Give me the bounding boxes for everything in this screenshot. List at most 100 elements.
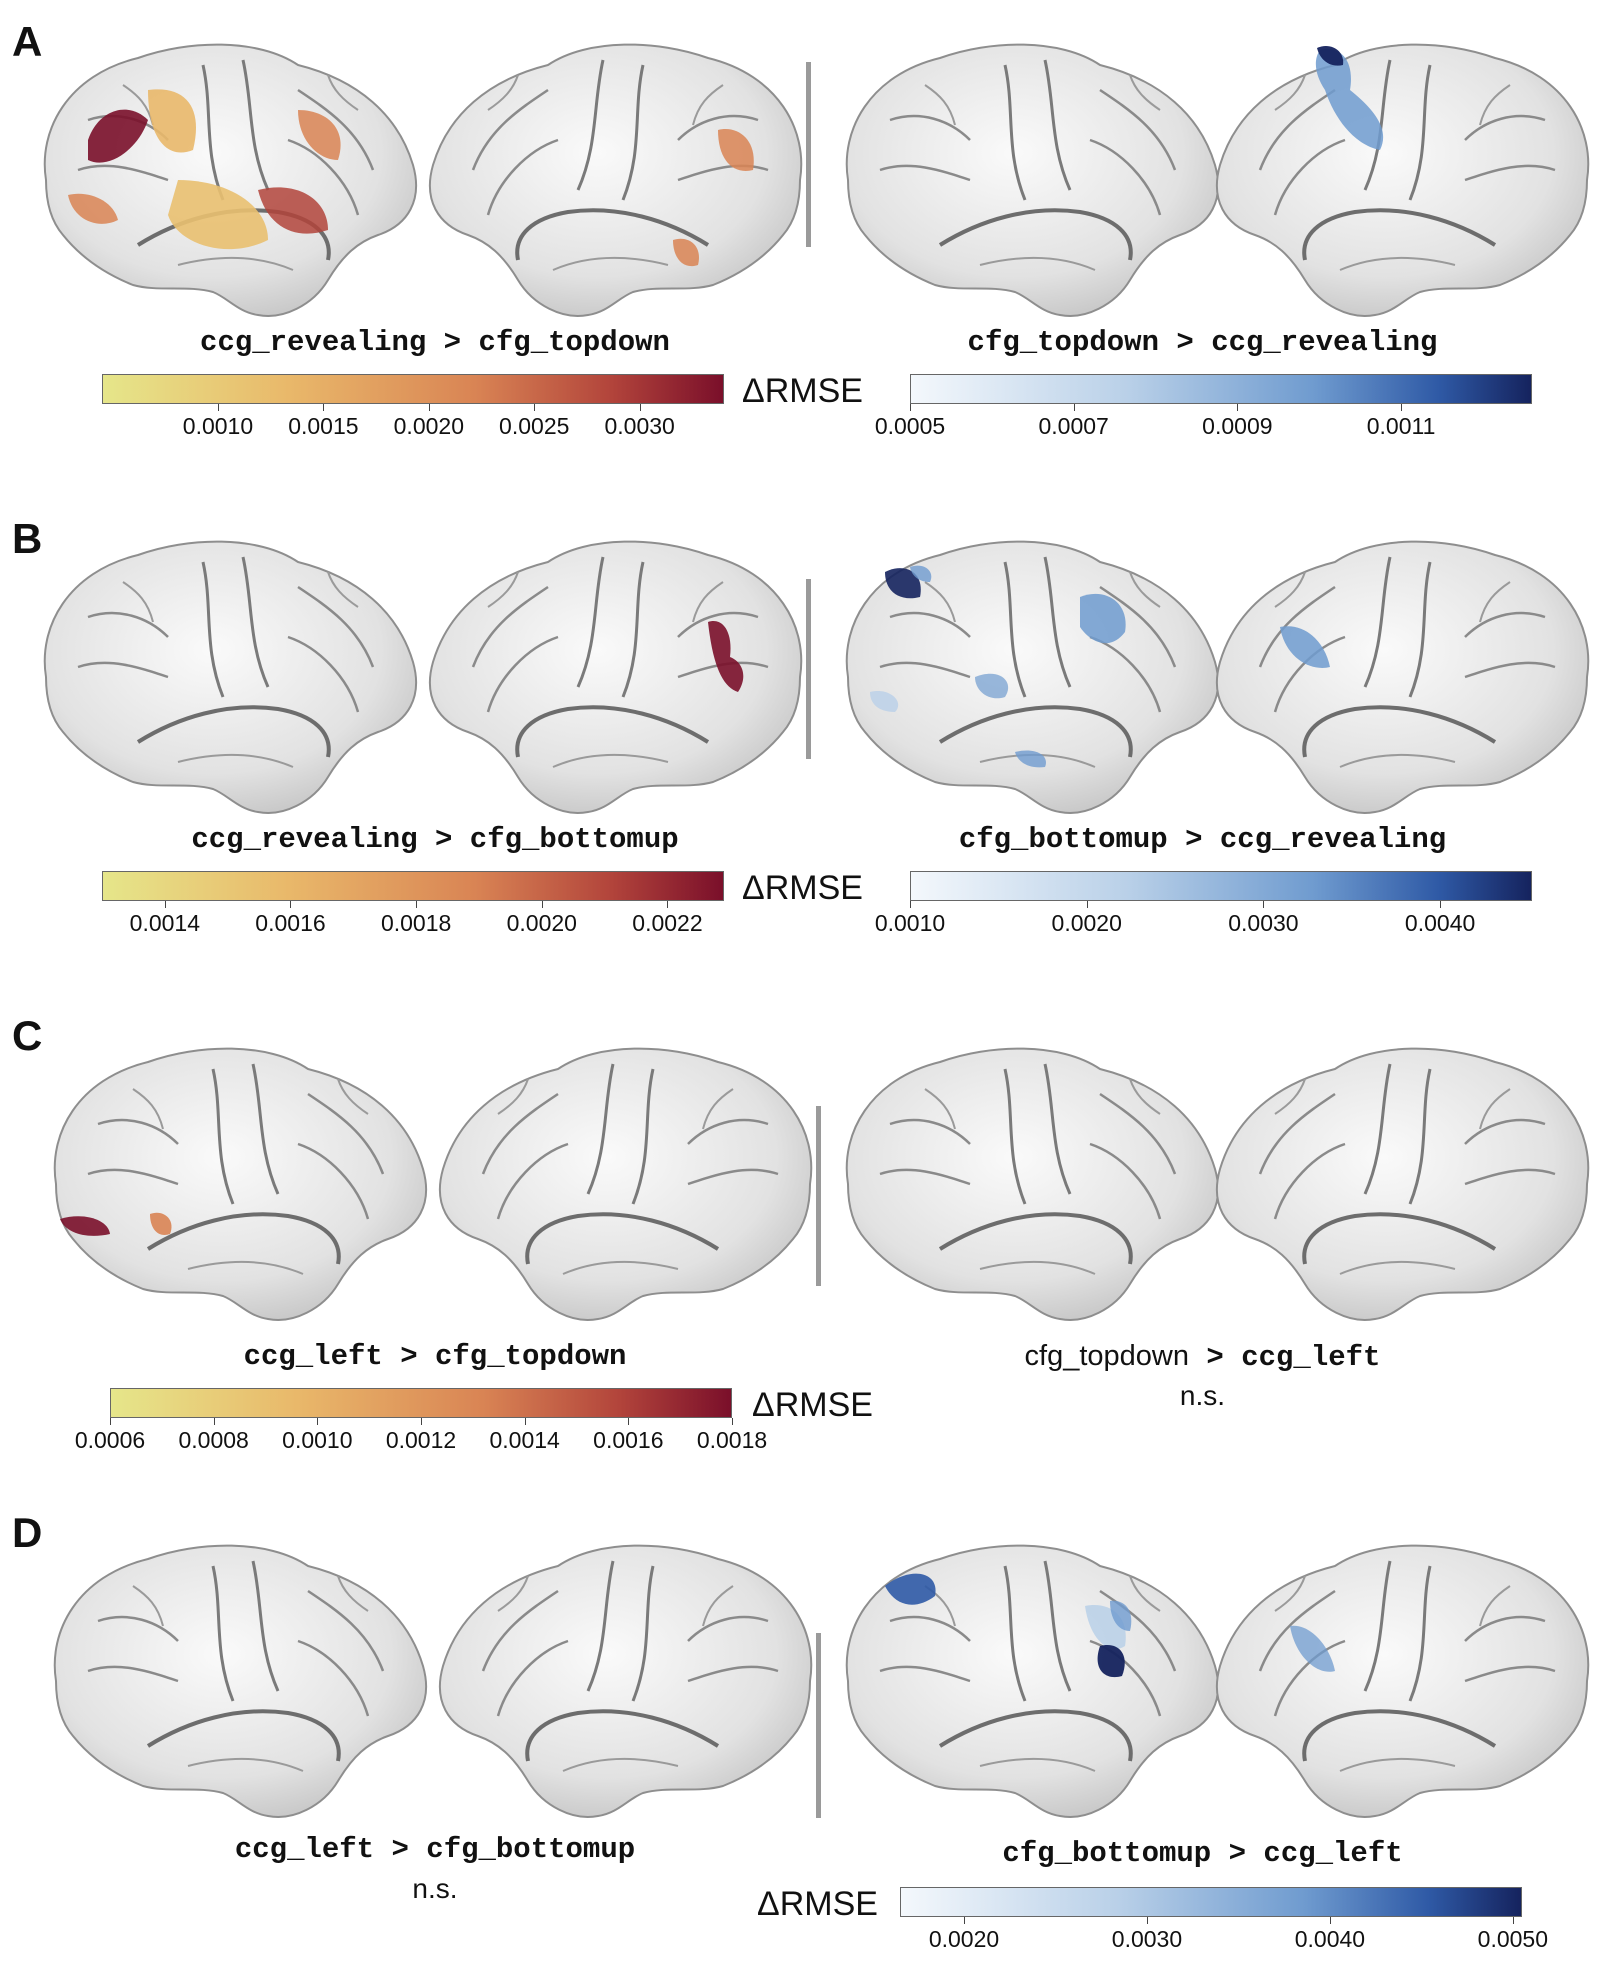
colorbar-tick-label: 0.0005 [874,413,946,439]
colorbar-tick-label: 0.0010 [874,910,946,936]
colorbar-tick-label: 0.0012 [385,1427,457,1453]
colorbar-tick-label: 0.0014 [489,1427,560,1453]
panel-label: C [12,1012,43,1059]
colorbar-tick-mark [1440,901,1442,908]
brain-left-hemisphere-lateral [52,1046,429,1322]
activation-region [718,129,754,171]
colorbar-tick-mark [964,1917,966,1924]
brain-left-hemisphere-lateral [52,1543,429,1819]
contrast-title-right-a: cfg_topdown [1024,1340,1190,1372]
activation-region [885,568,921,599]
colorbar-tick-mark [1086,901,1088,908]
colorbar-tick-mark [164,901,166,908]
contrast-title-left: ccg_revealing > cfg_topdown [200,326,670,359]
colorbar-tick-mark [1512,1917,1514,1924]
activation-region [1097,1645,1125,1678]
activation-region [148,89,196,153]
colorbar-tick-mark [213,1418,215,1425]
activation-region [60,1216,110,1236]
brain-right-hemisphere-lateral [437,1046,814,1322]
activation-region [88,109,148,163]
not-significant-note: n.s. [1179,1380,1226,1411]
colorbar-units-label: ΔRMSE [742,372,863,410]
panel-c: C ccg_left > cfg_topdown cfg_topdown > c… [0,994,1608,1491]
colorbar-tick-label: 0.0011 [1366,413,1436,439]
contrast-title-right: cfg_topdown > ccg_revealing [830,326,1575,359]
brain-left-hemisphere-medial [844,1543,1221,1819]
colorbar-tick-label: 0.0030 [1228,910,1299,936]
colorbar-tick-mark [667,901,669,908]
colorbar-tick-mark [732,1418,733,1425]
colorbar-cool [910,374,1532,404]
activation-region [258,187,328,234]
colorbar-tick-mark [428,404,430,411]
panel-divider [806,579,811,759]
colorbar-tick-mark [910,901,911,908]
colorbar-tick-mark [628,1418,630,1425]
activation-region [68,193,118,224]
colorbar-tick-label: 0.0040 [1404,910,1476,936]
activation-region [1110,1600,1132,1631]
brain-left-hemisphere-lateral [42,539,419,815]
contrast-title-right-b: > ccg_revealing [1158,326,1438,359]
activation-region [1015,750,1046,768]
contrast-title-right: cfg_topdown > ccg_left [830,1340,1575,1374]
brain-right-hemisphere-lateral [427,42,804,318]
contrast-title-right: cfg_bottomup > ccg_left [830,1837,1575,1870]
colorbar-tick-label: 0.0015 [288,413,359,439]
activation-region [1280,626,1330,668]
panel-label: A [12,18,43,65]
activation-region [150,1212,172,1235]
colorbar-tick-label: 0.0007 [1038,413,1109,439]
brain-right-hemisphere-medial [1214,42,1591,318]
colorbar-tick-label: 0.0030 [1111,1926,1183,1952]
colorbar-tick-mark [416,901,418,908]
colorbar-tick-label: 0.0016 [255,910,326,936]
colorbar-tick-mark [1073,404,1075,411]
colorbar-tick-label: 0.0016 [593,1427,664,1453]
activation-region [1317,45,1344,66]
activation-region [870,691,899,712]
activation-region [1080,593,1126,644]
activation-region [910,565,932,582]
colorbar-tick-label: 0.0018 [696,1427,768,1453]
panel-divider [816,1633,821,1818]
colorbar-tick-label: 0.0020 [393,413,464,439]
contrast-title-left: ccg_left > cfg_bottomup [234,1833,636,1866]
colorbar-tick-label: 0.0010 [182,413,254,439]
activation-region [885,1573,936,1605]
colorbar-warm [102,871,724,901]
colorbar-tick-label: 0.0020 [1051,910,1122,936]
brain-left-hemisphere-lateral [42,42,419,318]
brain-right-hemisphere-medial [1214,1046,1591,1322]
activation-region [168,180,268,250]
contrast-title-left: ccg_left > cfg_topdown [243,1340,627,1373]
colorbar-ticks-right: 0.0010 0.0020 0.0030 0.0040 [875,901,1532,936]
brain-left-hemisphere-medial [844,539,1221,815]
colorbar-units-label: ΔRMSE [757,1885,878,1923]
panel-divider [806,62,811,247]
colorbar-tick-label: 0.0010 [282,1427,353,1453]
colorbar-tick-label: 0.0025 [499,413,570,439]
colorbar-tick-mark [217,404,219,411]
colorbar-tick-mark [524,1418,526,1425]
colorbar-tick-mark [1237,404,1239,411]
activation-region [673,238,699,267]
colorbar-tick-mark [1329,1917,1331,1924]
colorbar-tick-label: 0.0020 [928,1926,1000,1952]
colorbar-tick-label: 0.0022 [632,910,703,936]
brain-right-hemisphere-lateral [437,1543,814,1819]
brain-right-hemisphere-medial [1214,539,1591,815]
contrast-title-right-a: cfg_bottomup [1002,1837,1212,1870]
panel-d: D ccg_left > cfg_bottomup n.s. cfg_botto… [0,1491,1608,1988]
colorbar-tick-label: 0.0050 [1477,1926,1549,1952]
brain-left-hemisphere-medial [844,1046,1221,1322]
colorbar-warm [102,374,724,404]
contrast-title-right-b: > ccg_left [1189,1341,1381,1374]
colorbar-tick-label: 0.0009 [1202,413,1273,439]
colorbar-tick-label: 0.0008 [178,1427,249,1453]
colorbar-tick-mark [1146,1917,1148,1924]
